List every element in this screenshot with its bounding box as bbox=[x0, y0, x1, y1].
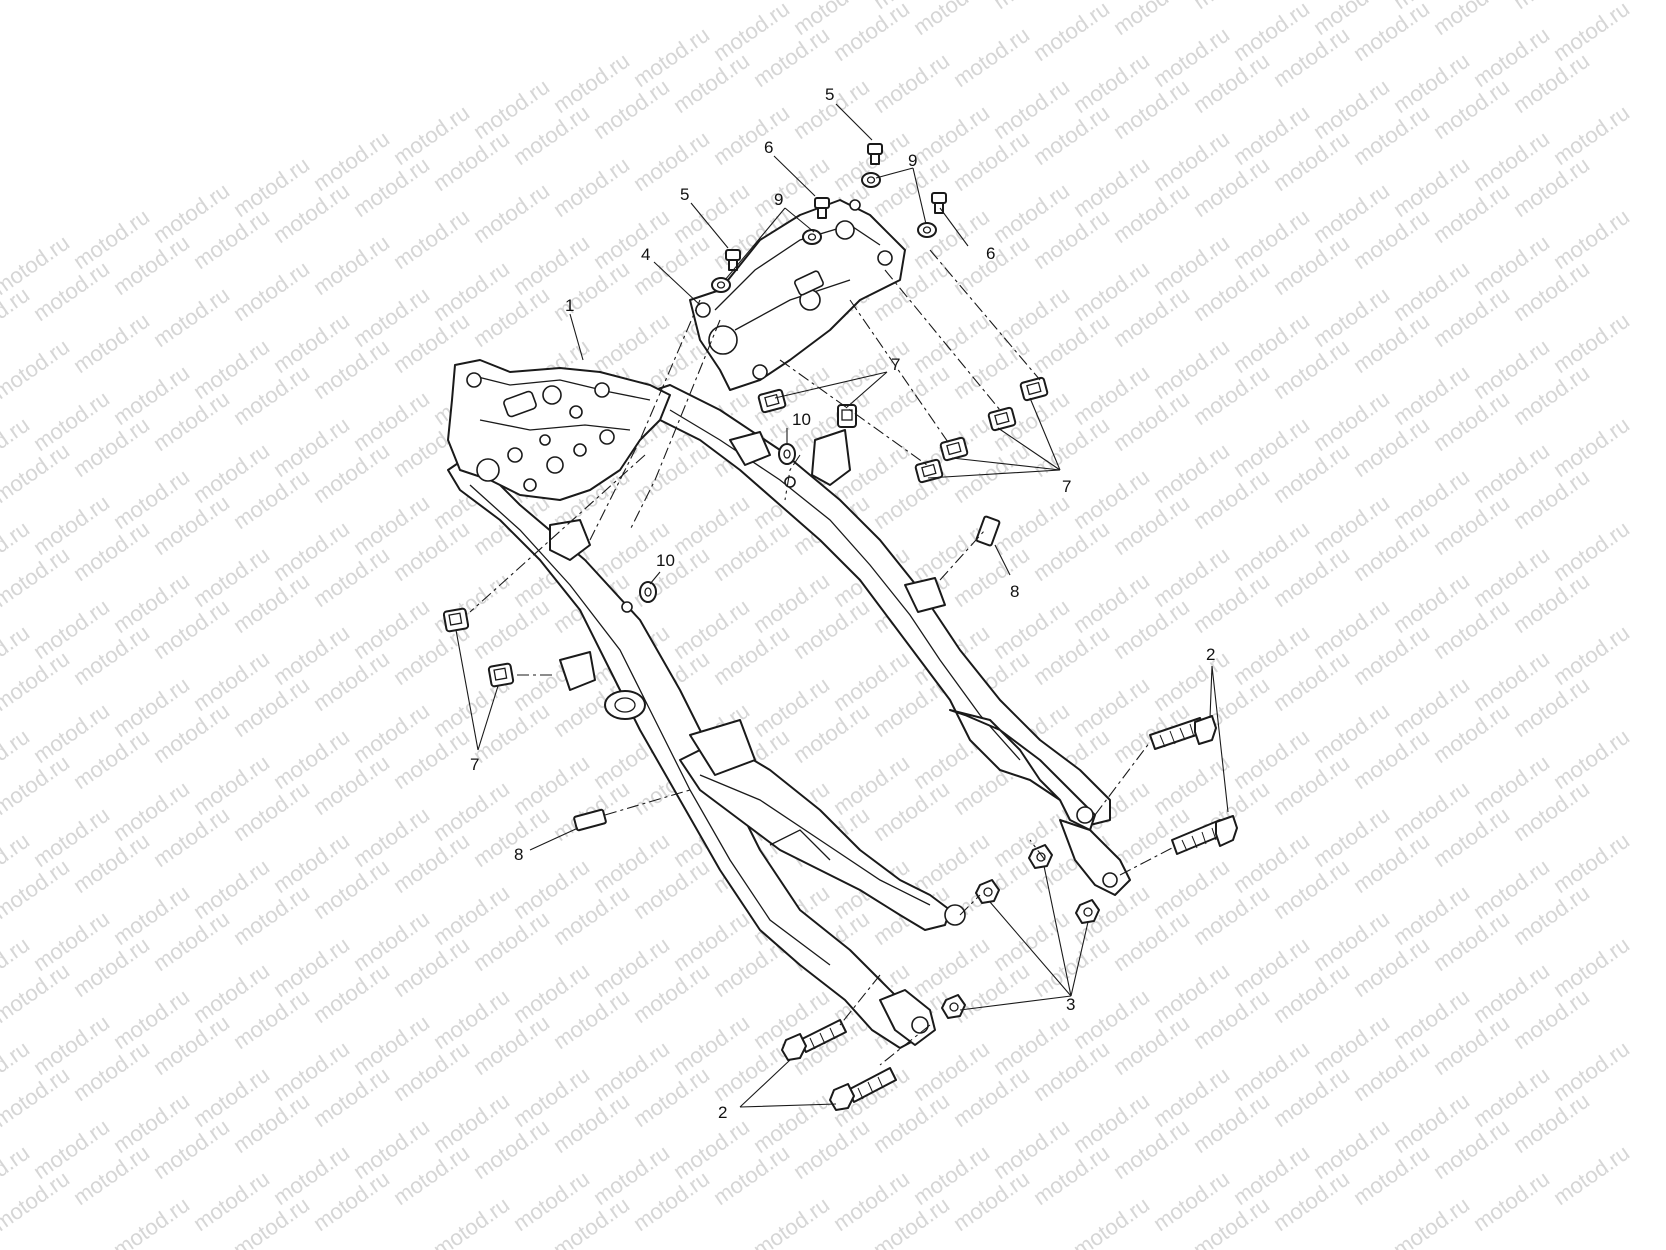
bolt-side-b bbox=[931, 192, 947, 214]
washer-c bbox=[802, 229, 822, 245]
clip-nut-4 bbox=[914, 458, 944, 484]
watermark-text: motod.ru bbox=[1469, 1166, 1554, 1236]
bolt-long-a bbox=[1149, 715, 1217, 750]
watermark-text: motod.ru bbox=[869, 48, 954, 118]
callout-7-upper: 7 bbox=[891, 355, 900, 374]
watermark-text: motod.ru bbox=[1549, 100, 1634, 170]
watermark-text: motod.ru bbox=[1549, 1140, 1634, 1210]
watermark-text: motod.ru bbox=[1509, 0, 1594, 14]
clip-nut-7 bbox=[442, 607, 470, 633]
watermark-text: motod.ru bbox=[709, 100, 794, 170]
sleeve-b bbox=[573, 808, 607, 832]
watermark-text: motod.ru bbox=[1549, 620, 1634, 690]
bolt-long-b bbox=[1171, 815, 1238, 855]
clip-nut-5 bbox=[757, 388, 787, 414]
grommet-a bbox=[778, 443, 796, 465]
watermark-text: motod.ru bbox=[1029, 0, 1114, 66]
flange-nut-d bbox=[941, 994, 966, 1019]
watermark-text: motod.ru bbox=[1549, 932, 1634, 1002]
watermark-text: motod.ru bbox=[69, 308, 154, 378]
watermark-text: motod.ru bbox=[949, 22, 1034, 92]
watermark-text: motod.ru bbox=[909, 0, 994, 40]
callout-7-right: 7 bbox=[1062, 477, 1071, 496]
watermark-text: motod.ru bbox=[1549, 412, 1634, 482]
callout-labels: 5 6 9 5 9 6 4 1 7 10 7 10 8 2 7 8 3 2 bbox=[470, 85, 1215, 1122]
flange-nut-c bbox=[975, 879, 1000, 904]
watermark-text: motod.ru bbox=[1389, 1192, 1474, 1250]
callout-6-left: 6 bbox=[764, 138, 773, 157]
callout-3: 3 bbox=[1066, 995, 1075, 1014]
watermark-text: motod.ru bbox=[469, 178, 554, 248]
watermark-text: motod.ru bbox=[1549, 828, 1634, 898]
callout-5-left: 5 bbox=[680, 185, 689, 204]
callout-9-left: 9 bbox=[774, 190, 783, 209]
leader-lines bbox=[455, 103, 1229, 1108]
watermark-text: motod.ru bbox=[1549, 724, 1634, 794]
bolt-long-d bbox=[829, 1067, 897, 1111]
callout-6-right: 6 bbox=[986, 244, 995, 263]
bolt-top-a bbox=[867, 143, 883, 165]
upper-mounting-bracket bbox=[689, 199, 906, 391]
watermark-text: motod.ru bbox=[1549, 308, 1634, 378]
watermark-text: motod.ru bbox=[1549, 1036, 1634, 1106]
watermark-text: motod.ru bbox=[549, 152, 634, 222]
clip-nut-1 bbox=[1019, 376, 1049, 402]
clip-nut-2 bbox=[987, 406, 1017, 432]
watermark-text: motod.ru bbox=[309, 230, 394, 300]
callout-10-lower: 10 bbox=[656, 551, 675, 570]
washer-a bbox=[861, 172, 881, 188]
flange-nut-b bbox=[1075, 899, 1100, 924]
callout-8-left: 8 bbox=[514, 845, 523, 864]
watermark-text: motod.ru bbox=[1549, 0, 1634, 66]
watermark-text: motod.ru bbox=[1549, 516, 1634, 586]
bolt-side-a bbox=[814, 197, 830, 219]
watermark-text: motod.ru bbox=[1189, 0, 1274, 14]
callout-2-right: 2 bbox=[1206, 645, 1215, 664]
watermark-text: motod.ru bbox=[429, 1192, 514, 1250]
clip-nut-3 bbox=[939, 436, 969, 462]
flange-nut-a bbox=[1028, 844, 1053, 869]
callout-4: 4 bbox=[641, 245, 650, 264]
alignment-lines bbox=[469, 249, 1173, 1066]
watermark-text: motod.ru bbox=[1109, 0, 1194, 40]
grommet-b bbox=[639, 581, 657, 603]
watermark-text: motod.ru bbox=[149, 282, 234, 352]
watermark-text: motod.ru bbox=[389, 204, 474, 274]
callout-7-left: 7 bbox=[470, 755, 479, 774]
watermark-text: motod.ru bbox=[0, 334, 74, 404]
watermark-text: motod.ru bbox=[229, 256, 314, 326]
watermark-text: motod.ru bbox=[989, 0, 1074, 14]
callout-2-bottom: 2 bbox=[718, 1103, 727, 1122]
watermark-text: motod.ru bbox=[629, 126, 714, 196]
sleeve-a bbox=[975, 515, 1001, 547]
watermark-text: motod.ru bbox=[0, 282, 34, 352]
callout-1: 1 bbox=[565, 296, 574, 315]
watermark-text: motod.ru bbox=[1069, 1192, 1154, 1250]
watermark-text: motod.ru bbox=[1549, 204, 1634, 274]
clip-nut-6 bbox=[837, 404, 857, 428]
bolt-top-b bbox=[725, 249, 741, 271]
clip-nut-8 bbox=[487, 662, 515, 688]
callout-9-right: 9 bbox=[908, 151, 917, 170]
rear-subframe bbox=[447, 359, 1131, 1049]
callout-10-upper: 10 bbox=[792, 410, 811, 429]
watermark-text: motod.ru bbox=[109, 1192, 194, 1250]
callout-8-right: 8 bbox=[1010, 582, 1019, 601]
watermark-text: motod.ru bbox=[749, 1192, 834, 1250]
watermark-text: motod.ru bbox=[1429, 0, 1514, 40]
bolt-long-c bbox=[781, 1019, 847, 1061]
callout-5-top: 5 bbox=[825, 85, 834, 104]
washer-b bbox=[917, 222, 937, 238]
washer-d bbox=[711, 277, 731, 293]
